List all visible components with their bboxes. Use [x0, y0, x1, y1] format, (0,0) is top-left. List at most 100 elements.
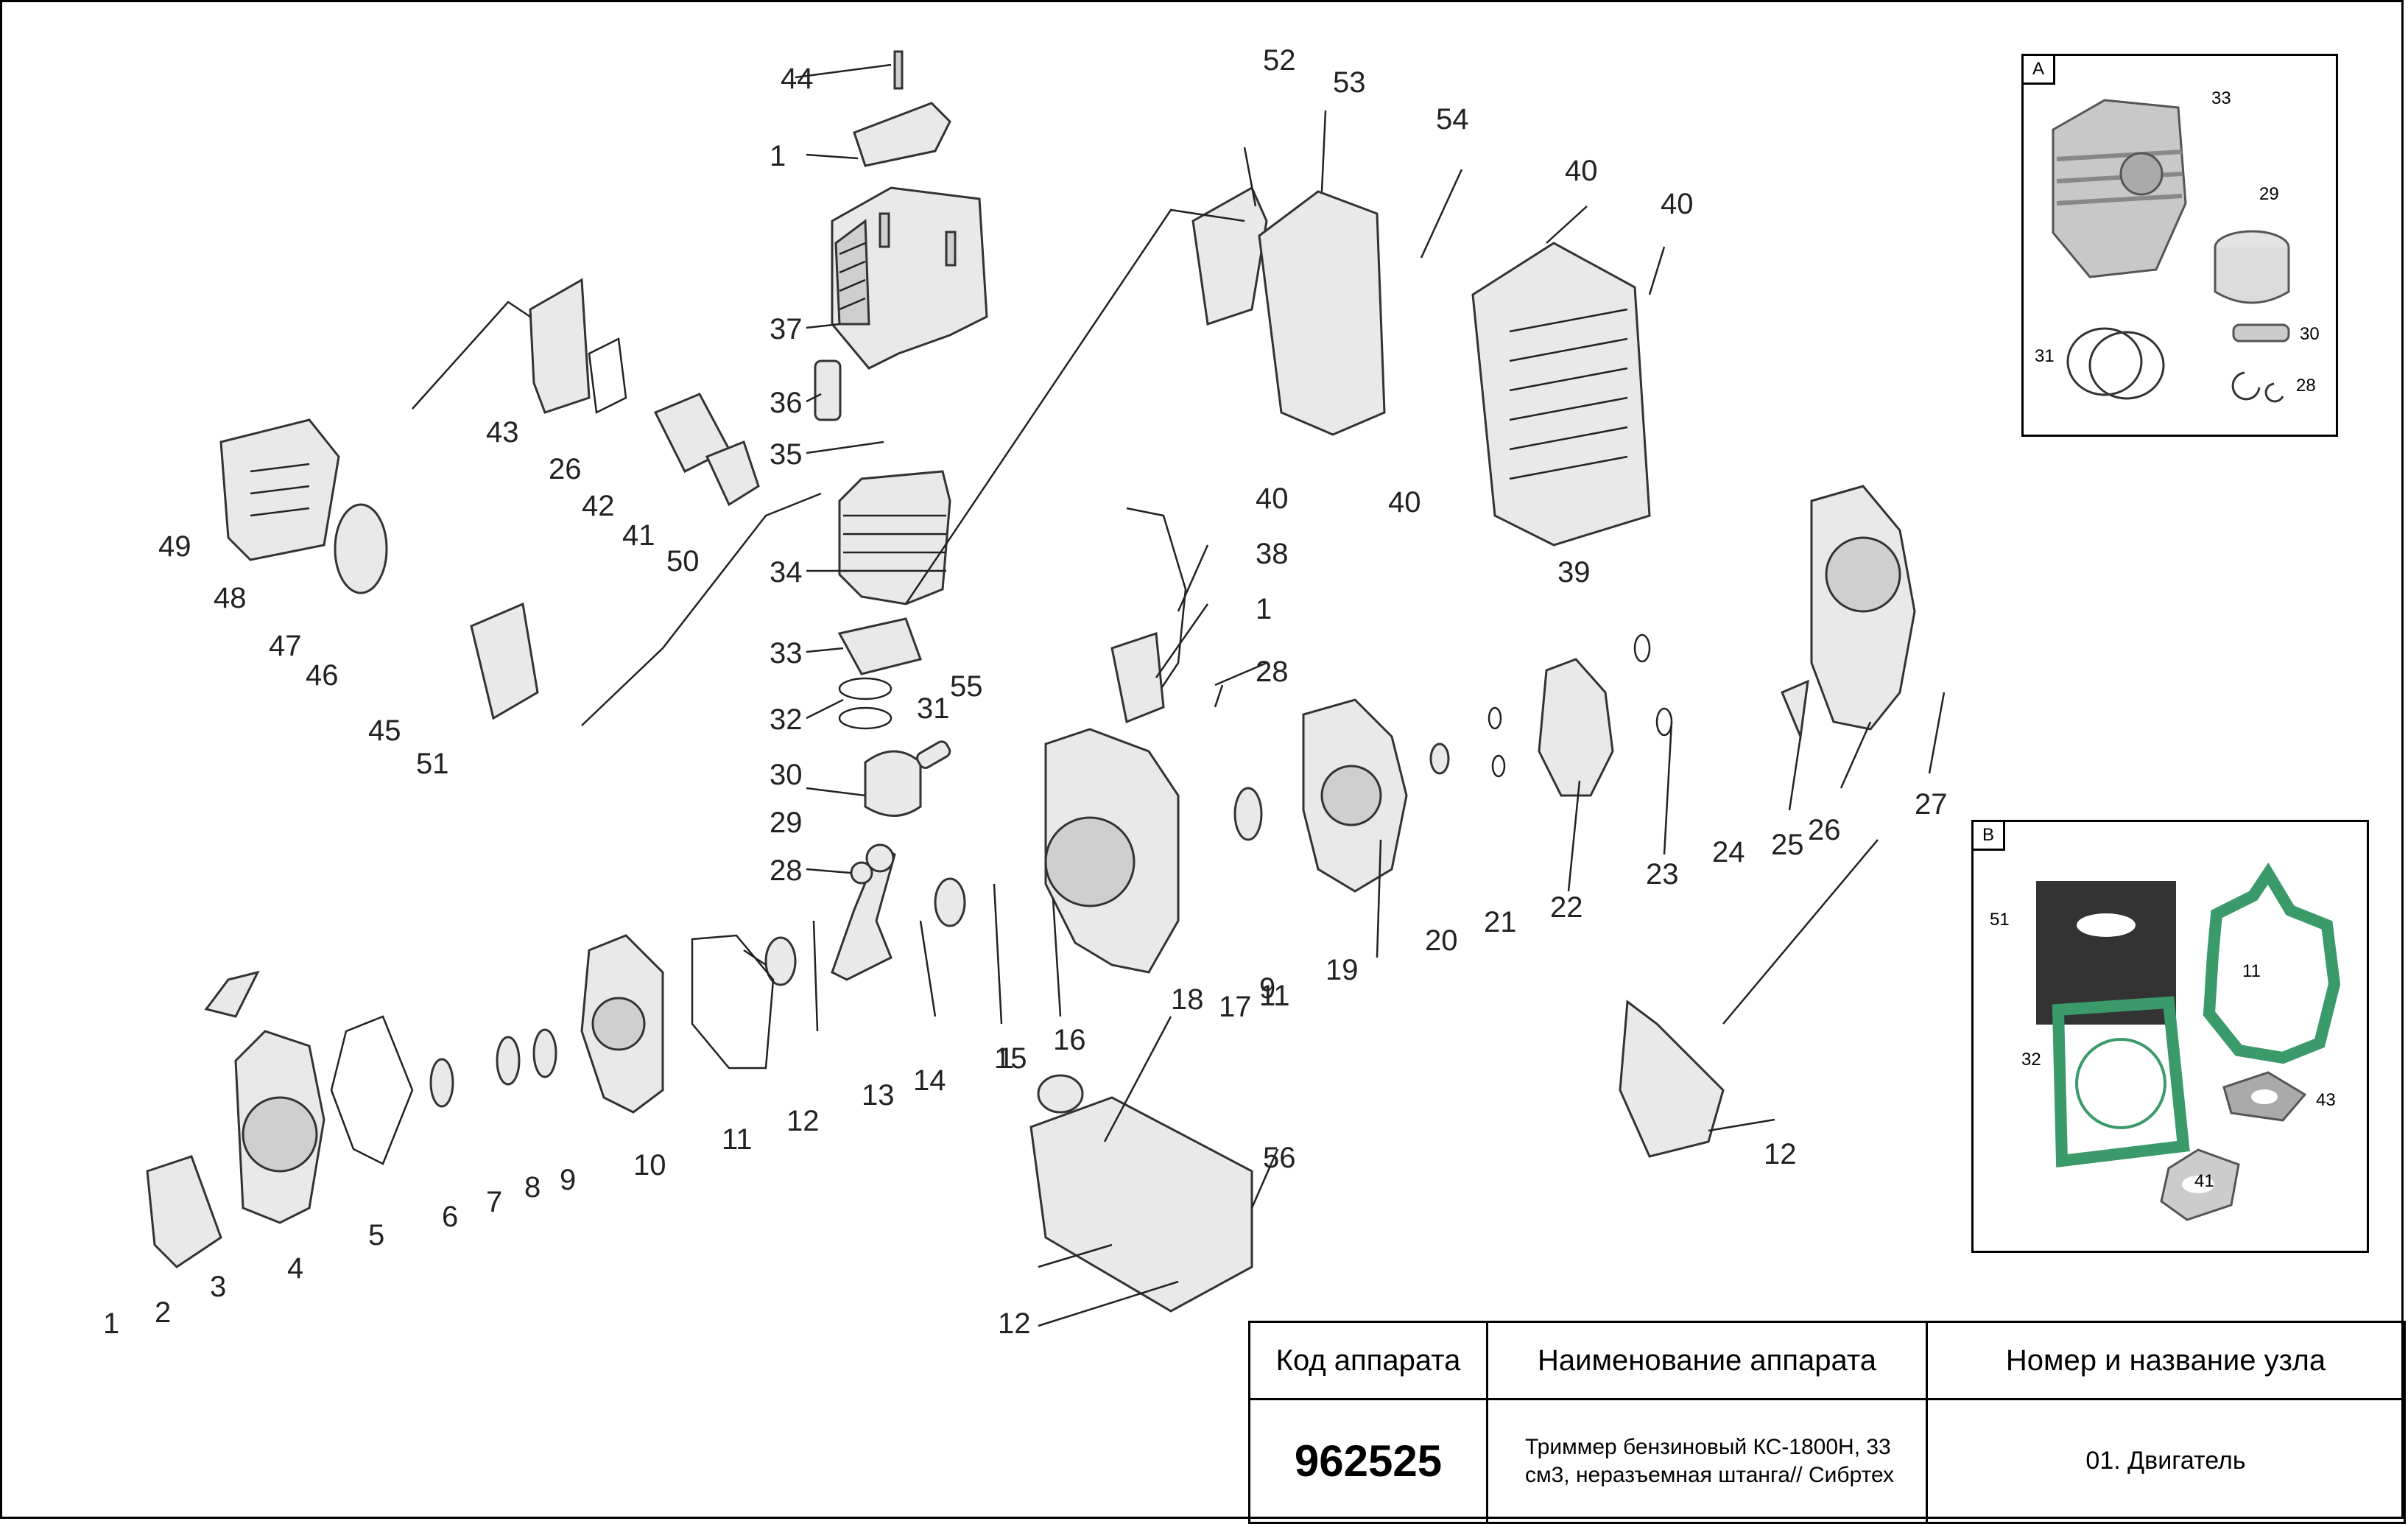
callout: 42: [582, 490, 615, 522]
callout: 12: [998, 1307, 1031, 1340]
callout: 40: [1661, 188, 1694, 220]
callout: 18: [1171, 983, 1204, 1016]
callout: 8: [524, 1171, 541, 1204]
callout: 31: [917, 692, 950, 725]
callout: 1: [770, 140, 786, 172]
callout: 48: [214, 582, 247, 614]
callout: 16: [1053, 1024, 1086, 1056]
inset-b-drawing: 51 11 32 43 41: [1990, 863, 2341, 1221]
callout: 51: [416, 748, 449, 780]
callout: 38: [1256, 538, 1289, 570]
callout: 40: [1388, 486, 1421, 519]
callout: 49: [158, 530, 191, 563]
callout: 4: [287, 1252, 303, 1285]
callout: 28: [770, 854, 803, 887]
callout: 19: [1326, 954, 1359, 986]
callout: 22: [1550, 891, 1583, 924]
callout: 36: [770, 387, 803, 419]
callout: 7: [486, 1186, 502, 1218]
inset-b-label: 51: [1990, 910, 2010, 930]
apparatus-code: 962525: [1248, 1398, 1488, 1524]
inset-a-label: 29: [2259, 184, 2279, 204]
callout: 26: [1808, 814, 1841, 846]
callout: 27: [1915, 788, 1948, 821]
callout: 56: [1263, 1142, 1296, 1174]
inset-b-label: 32: [2021, 1050, 2041, 1070]
callout: 29: [770, 807, 803, 839]
callout: 45: [368, 714, 401, 747]
callout: 1: [998, 1042, 1014, 1075]
inset-a-tag: A: [2024, 56, 2055, 85]
callout: 21: [1484, 906, 1517, 938]
callout: 46: [306, 659, 339, 692]
muffler-assembly: [1191, 186, 1651, 547]
inset-b-label: 11: [2242, 961, 2261, 981]
carburetor-airfilter-assembly: [219, 278, 760, 720]
callout: 40: [1256, 482, 1289, 515]
callout: 20: [1425, 924, 1458, 957]
callout: 11: [1259, 980, 1290, 1012]
callout: 12: [786, 1105, 820, 1137]
title-block-table: Код аппарата Наименование аппарата Номер…: [1248, 1321, 2406, 1524]
header-unit: Номер и название узла: [1926, 1321, 2406, 1400]
callout: 33: [770, 637, 803, 670]
callout: 32: [770, 703, 803, 736]
callout: 34: [770, 556, 803, 589]
fuel-tank-throttle-assembly: [1029, 507, 1725, 1313]
title-block-header-row: Код аппарата Наименование аппарата Номер…: [1248, 1321, 2406, 1400]
inset-b-label: 41: [2194, 1171, 2214, 1191]
callout: 39: [1557, 556, 1591, 589]
callout: 53: [1333, 66, 1366, 99]
header-name: Наименование аппарата: [1486, 1321, 1928, 1400]
callout: 40: [1565, 155, 1598, 187]
callout: 25: [1771, 829, 1804, 861]
callout-labels: 1 2 3 4 5 6 7 8 9 10 11 12 13 14 15 16 1…: [103, 44, 1948, 1340]
callout: 11: [722, 1123, 753, 1156]
inset-a-label: 30: [2300, 324, 2320, 344]
callout: 3: [210, 1271, 226, 1303]
callout: 26: [549, 453, 582, 485]
inset-b-tag: B: [1974, 822, 2005, 851]
callout: 1: [103, 1307, 119, 1340]
callout: 54: [1436, 103, 1469, 136]
callout: 10: [633, 1149, 666, 1181]
callout: 17: [1219, 991, 1252, 1023]
callout: 9: [1259, 972, 1275, 1005]
title-block-value-row: 962525 Триммер бензиновый КС-1800Н, 33 с…: [1248, 1398, 2406, 1524]
callout: 55: [950, 670, 983, 703]
apparatus-name: Триммер бензиновый КС-1800Н, 33 см3, нер…: [1486, 1398, 1928, 1524]
callout: 15: [994, 1042, 1027, 1075]
callout: 47: [269, 630, 302, 662]
callout: 28: [1256, 656, 1289, 688]
top-cover-assembly: [814, 50, 988, 421]
unit-name: 01. Двигатель: [1926, 1398, 2406, 1524]
cylinder-piston-assembly: [837, 212, 957, 817]
callout: 35: [770, 438, 803, 471]
callout: 44: [781, 63, 814, 95]
callout: 43: [486, 416, 519, 449]
callout: 6: [442, 1201, 458, 1233]
inset-a-label: 33: [2211, 88, 2231, 108]
recoil-starter-assembly: [146, 970, 557, 1268]
callout: 52: [1263, 44, 1296, 77]
header-code: Код аппарата: [1248, 1321, 1488, 1400]
callout: 14: [913, 1064, 946, 1097]
callout: 12: [1764, 1138, 1797, 1170]
callout: 23: [1646, 858, 1679, 891]
callout: 2: [155, 1296, 171, 1329]
inset-a-cylinder-kit: A 33 29 31 30 28: [2021, 54, 2338, 437]
callout: 24: [1712, 836, 1745, 868]
callout: 9: [560, 1164, 576, 1196]
callout: 1: [1256, 593, 1272, 625]
callout: 5: [368, 1219, 384, 1251]
inset-a-drawing: 33 29 31 30 28: [2035, 88, 2320, 403]
leader-lines: [412, 63, 1946, 1327]
inset-a-label: 28: [2296, 376, 2316, 396]
callout: 50: [666, 545, 700, 577]
callout: 41: [622, 519, 655, 552]
clutch-housing: [1810, 485, 1916, 731]
crankshaft-assembly: [764, 843, 966, 986]
inset-a-label: 31: [2035, 346, 2055, 366]
crankcase-assembly: [580, 728, 1180, 1114]
